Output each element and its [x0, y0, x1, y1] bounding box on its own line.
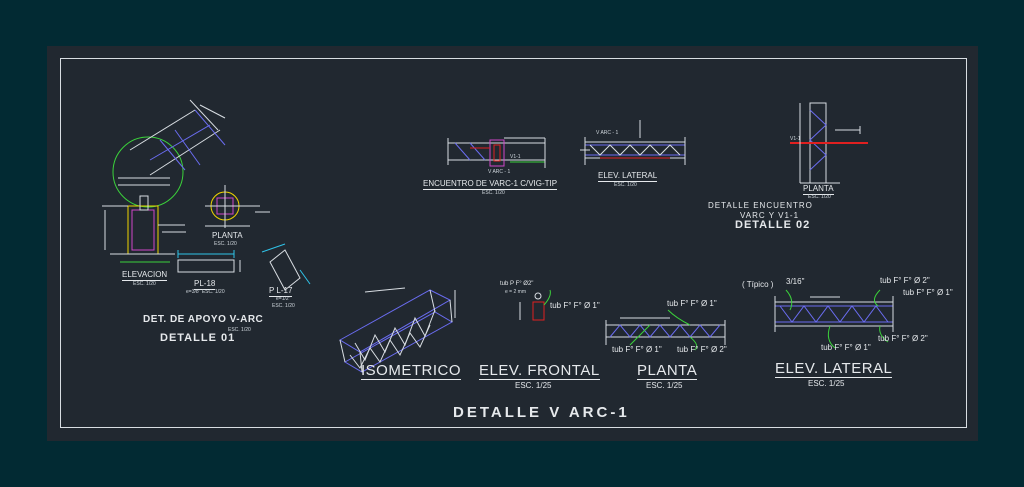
pl18-label: PL-18: [194, 279, 216, 290]
detalle-02-title: DETALLE 02: [735, 219, 811, 231]
lateral-tub-1-top-note: tub F° F° Ø 1": [903, 288, 953, 297]
drawing-frame: [60, 58, 967, 428]
det-apoyo-scale: ESC. 1/20: [228, 327, 251, 333]
encuentro-varc-scale: ESC. 1/20: [482, 190, 505, 196]
planta-tub-bottom-left-note: tub F° F° Ø 1": [612, 345, 662, 354]
elev-lateral-main-scale: ESC. 1/25: [808, 379, 845, 388]
lateral-tub-1-bottom-note: tub F° F° Ø 1": [821, 343, 871, 352]
elevacion-label: ELEVACION: [122, 270, 168, 281]
frontal-tub-note: tub F° F° Ø 1": [550, 301, 600, 310]
elevacion-scale: ESC. 1/20: [133, 281, 156, 287]
lateral-tub-2-bottom-note: tub F° F° Ø 2": [878, 334, 928, 343]
tub-pf-note: tub P F° Ø2": [500, 281, 534, 287]
elev-frontal-scale: ESC. 1/25: [515, 381, 552, 390]
drawing-sheet: [47, 46, 978, 441]
elev-frontal-title: ELEV. FRONTAL: [479, 362, 600, 380]
planta-main-scale: ESC. 1/25: [646, 381, 683, 390]
tipico-note: ( Típico ): [742, 280, 774, 289]
pl18-note: e=3/8" ESC. 1/20: [186, 289, 225, 295]
planta-tub-top-note: tub F° F° Ø 1": [667, 299, 717, 308]
elev-lateral-main-drawing: [774, 289, 894, 349]
planta-01-scale: ESC. 1/20: [214, 241, 237, 247]
pl17-note: e=1/2": [276, 296, 291, 302]
isometric-drawing: [339, 287, 456, 373]
encuentro-drawing: [447, 137, 546, 168]
det-apoyo-title: DET. DE APOYO V-ARC: [143, 314, 264, 325]
detalle-encuentro-label: DETALLE ENCUENTRO: [708, 201, 813, 210]
elev-lateral-main-title: ELEV. LATERAL: [775, 360, 893, 378]
varc-v11-label: VARC Y V1-1: [740, 211, 800, 220]
detalle02-drawing: [790, 102, 868, 184]
v11-tag: V1-1: [510, 154, 521, 160]
planta-main-drawing: [605, 309, 726, 351]
e2mm-note: e = 2 mm: [505, 289, 526, 295]
planta-01-label: PLANTA: [212, 231, 243, 240]
detalle-01-title: DETALLE 01: [160, 332, 236, 344]
pl17-scale: ESC. 1/20: [272, 303, 295, 309]
elev-lateral-small-drawing: [580, 120, 686, 165]
varc1-lateral-tag: V ARC - 1: [596, 130, 619, 136]
elev-lateral-small-scale: ESC. 1/20: [614, 182, 637, 188]
planta-02-label: PLANTA: [803, 184, 834, 195]
isometrico-title: ISOMETRICO: [361, 362, 462, 380]
elev-lateral-small-label: ELEV. LATERAL: [598, 171, 658, 182]
apoyo-detail-drawing: [102, 99, 311, 291]
v11-planta-tag: V1-1: [790, 136, 801, 142]
dim-316-note: 3/16": [786, 277, 805, 286]
main-title: DETALLE V ARC-1: [453, 404, 630, 421]
lateral-tub-2-top-note: tub F° F° Ø 2": [880, 276, 930, 285]
elev-frontal-drawing: [519, 289, 551, 321]
planta-tub-bottom-right-note: tub F° F° Ø 2": [677, 345, 727, 354]
planta-02-scale: ESC. 1/20: [808, 194, 831, 200]
pl17-label: P L-17: [269, 286, 293, 297]
varc1-tag: V ARC - 1: [488, 169, 511, 175]
encuentro-varc-label: ENCUENTRO DE VARC-1 C/VIG-TIP: [423, 179, 558, 190]
planta-main-title: PLANTA: [637, 362, 698, 380]
